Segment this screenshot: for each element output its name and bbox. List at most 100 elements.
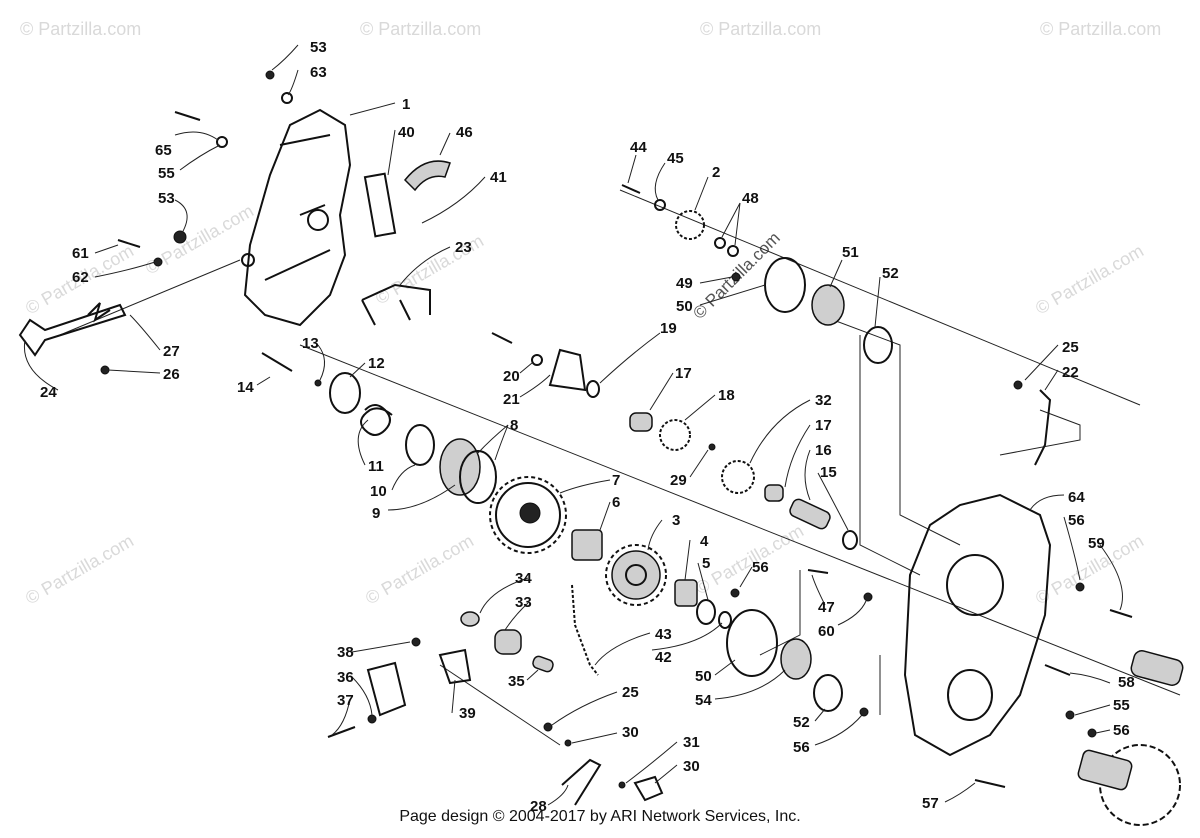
bolt (621, 184, 641, 194)
callout-17: 17 (675, 365, 692, 382)
callout-56: 56 (1068, 512, 1085, 529)
washer (281, 92, 293, 104)
callout-30: 30 (622, 724, 639, 741)
spacer (789, 498, 831, 530)
washer (842, 530, 858, 550)
brake-lever (18, 303, 127, 357)
callout-41: 41 (490, 169, 507, 186)
bolt (174, 111, 201, 121)
callout-47: 47 (818, 599, 835, 616)
tensioner-bracket (548, 348, 587, 392)
bolt (117, 239, 141, 248)
chaincase-cover (243, 108, 352, 327)
callout-28: 28 (530, 798, 547, 815)
bracket-line (819, 314, 961, 546)
callout-63: 63 (310, 64, 327, 81)
bracket (361, 283, 431, 326)
callout-25: 25 (1062, 339, 1079, 356)
nut (564, 739, 572, 747)
bolt (327, 726, 356, 738)
jackshaft (1130, 650, 1184, 686)
bearing-race (459, 450, 497, 504)
callout-54: 54 (695, 692, 712, 709)
main-axis-line (299, 344, 1181, 696)
callout-46: 46 (456, 124, 473, 141)
callout-65: 65 (155, 142, 172, 159)
nut (367, 714, 377, 724)
bolt (261, 352, 293, 372)
stud (807, 569, 829, 574)
tensioner-plate (363, 172, 397, 238)
callout-42: 42 (655, 649, 672, 666)
callout-18: 18 (718, 387, 735, 404)
bracket-line (859, 335, 921, 576)
callout-34: 34 (515, 570, 532, 587)
bearing-flange (764, 257, 806, 313)
nut (411, 637, 421, 647)
callout-53: 53 (158, 190, 175, 207)
watermark: © Partzilla.com (360, 19, 481, 39)
nut (1065, 710, 1075, 720)
sprocket-body (495, 482, 561, 548)
drive-sprocket (1099, 744, 1181, 826)
callout-23: 23 (455, 239, 472, 256)
nut (708, 443, 716, 451)
gear-hole (625, 564, 647, 586)
nut (863, 592, 873, 602)
callout-11: 11 (368, 458, 384, 475)
bearing (811, 284, 845, 326)
callout-36: 36 (337, 669, 354, 686)
bearing (629, 412, 653, 432)
callout-8: 8 (510, 417, 518, 434)
callout-22: 22 (1062, 364, 1079, 381)
bracket-line (759, 570, 801, 656)
callout-61: 61 (72, 245, 89, 262)
callout-52: 52 (793, 714, 810, 731)
nut (731, 272, 741, 282)
nut (265, 70, 275, 80)
callout-7: 7 (612, 472, 620, 489)
watermark: © Partzilla.com (142, 200, 257, 278)
bolt (491, 332, 513, 344)
compression-spring (360, 404, 393, 436)
callout-55: 55 (1113, 697, 1130, 714)
housing-bore (947, 669, 993, 721)
bearing (439, 438, 481, 496)
washer (718, 611, 732, 629)
callout-33: 33 (515, 594, 532, 611)
callout-37: 37 (337, 692, 354, 709)
bearing-flange (726, 609, 778, 677)
drive-shaft (1077, 749, 1133, 791)
callout-21: 21 (503, 391, 520, 408)
pin (532, 655, 554, 673)
nut (153, 257, 163, 267)
callout-40: 40 (398, 124, 415, 141)
washer (727, 245, 739, 257)
callout-56: 56 (1113, 722, 1130, 739)
slider-pad (403, 160, 451, 192)
watermark: © Partzilla.com (20, 19, 141, 39)
bolt (1109, 609, 1133, 618)
callout-27: 27 (163, 343, 180, 360)
nut (1087, 728, 1097, 738)
callout-59: 59 (1088, 535, 1105, 552)
callout-56: 56 (752, 559, 769, 576)
nut (543, 722, 553, 732)
copyright-footer: Page design © 2004-2017 by ARI Network S… (399, 808, 801, 825)
callout-44: 44 (630, 139, 647, 156)
washer (586, 380, 600, 398)
callout-48: 48 (742, 190, 759, 207)
callout-29: 29 (670, 472, 687, 489)
callout-26: 26 (163, 366, 180, 383)
callout-30: 30 (683, 758, 700, 775)
nut (859, 707, 869, 717)
small-sprocket (675, 210, 705, 240)
gear (605, 544, 667, 606)
bushing (460, 611, 480, 627)
callout-19: 19 (660, 320, 677, 337)
washer (216, 136, 228, 148)
callout-24: 24 (40, 384, 57, 401)
seal-ring (813, 674, 843, 712)
callout-60: 60 (818, 623, 835, 640)
washer (531, 354, 543, 366)
